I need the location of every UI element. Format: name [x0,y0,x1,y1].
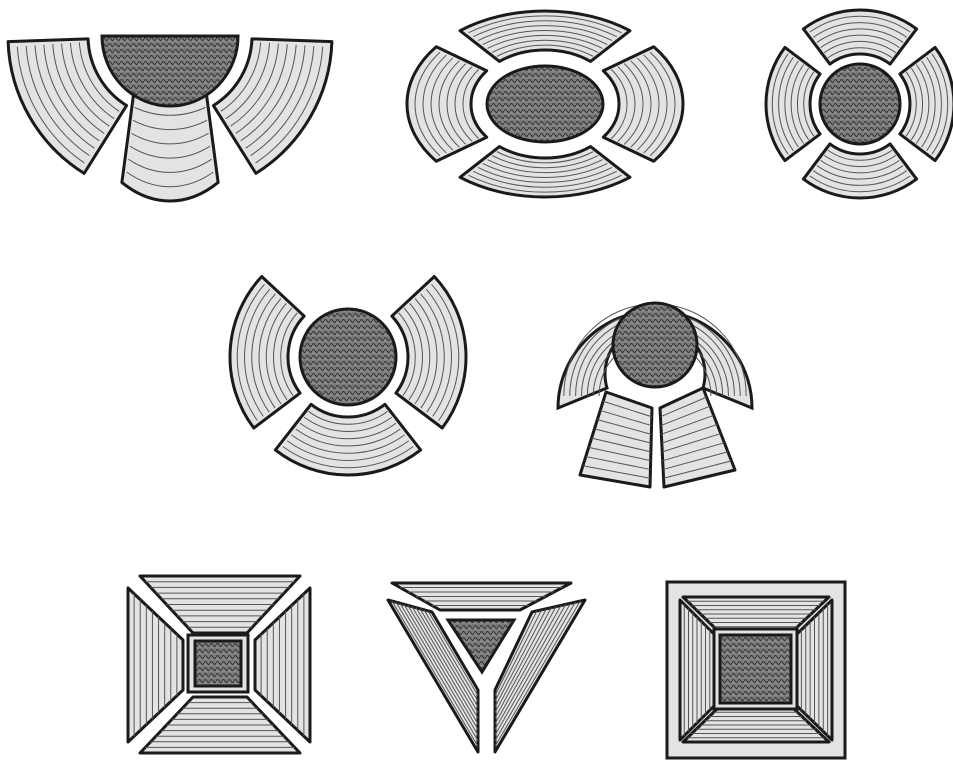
ellipse-arrangement [407,11,683,197]
ring-segment [460,11,630,61]
triangle-arrangement [388,583,585,752]
circle-three-segment-arrangement [230,277,466,475]
core [102,36,238,106]
ring-segment [230,277,304,428]
ring-segment [275,404,420,475]
ring-segment [580,392,652,487]
ring-segment [803,144,916,198]
ring-segment [803,10,916,64]
core [487,66,603,142]
square-pyramid-arrangement [128,576,310,753]
dome-arrangement [558,303,752,487]
core [300,309,396,405]
ring-segment [392,277,466,428]
ring-segment [122,93,218,201]
circle-four-segment-arrangement [766,10,953,198]
ring-segment [660,388,735,487]
core [820,64,900,144]
half-circle-arrangement [8,36,332,201]
ring-segment [766,47,820,160]
core [613,303,697,387]
framed-square-arrangement [667,582,845,758]
core [195,641,241,686]
core [720,635,791,703]
ring-segment [460,147,630,197]
ring-segment [900,47,953,160]
